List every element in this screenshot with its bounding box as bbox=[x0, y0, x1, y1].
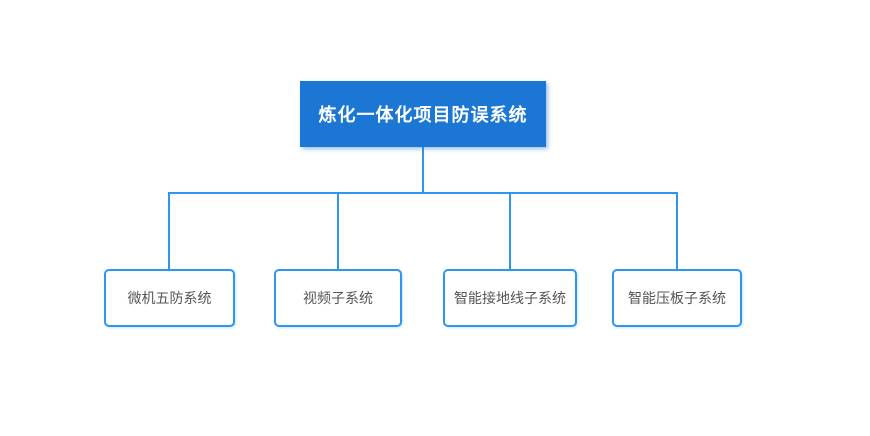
diagram-node-child-2[interactable]: 视频子系统 bbox=[274, 269, 402, 327]
root-node-label: 炼化一体化项目防误系统 bbox=[318, 105, 528, 125]
diagram-node-child-1[interactable]: 微机五防系统 bbox=[104, 269, 235, 327]
diagram-node-child-3[interactable]: 智能接地线子系统 bbox=[443, 269, 577, 327]
child-node-label: 智能压板子系统 bbox=[628, 290, 726, 306]
child-node-label: 视频子系统 bbox=[303, 290, 373, 306]
child-node-label: 微机五防系统 bbox=[127, 290, 212, 306]
diagram-node-root[interactable]: 炼化一体化项目防误系统 bbox=[300, 81, 546, 147]
child-node-label: 智能接地线子系统 bbox=[454, 290, 566, 306]
diagram-node-child-4[interactable]: 智能压板子系统 bbox=[612, 269, 742, 327]
